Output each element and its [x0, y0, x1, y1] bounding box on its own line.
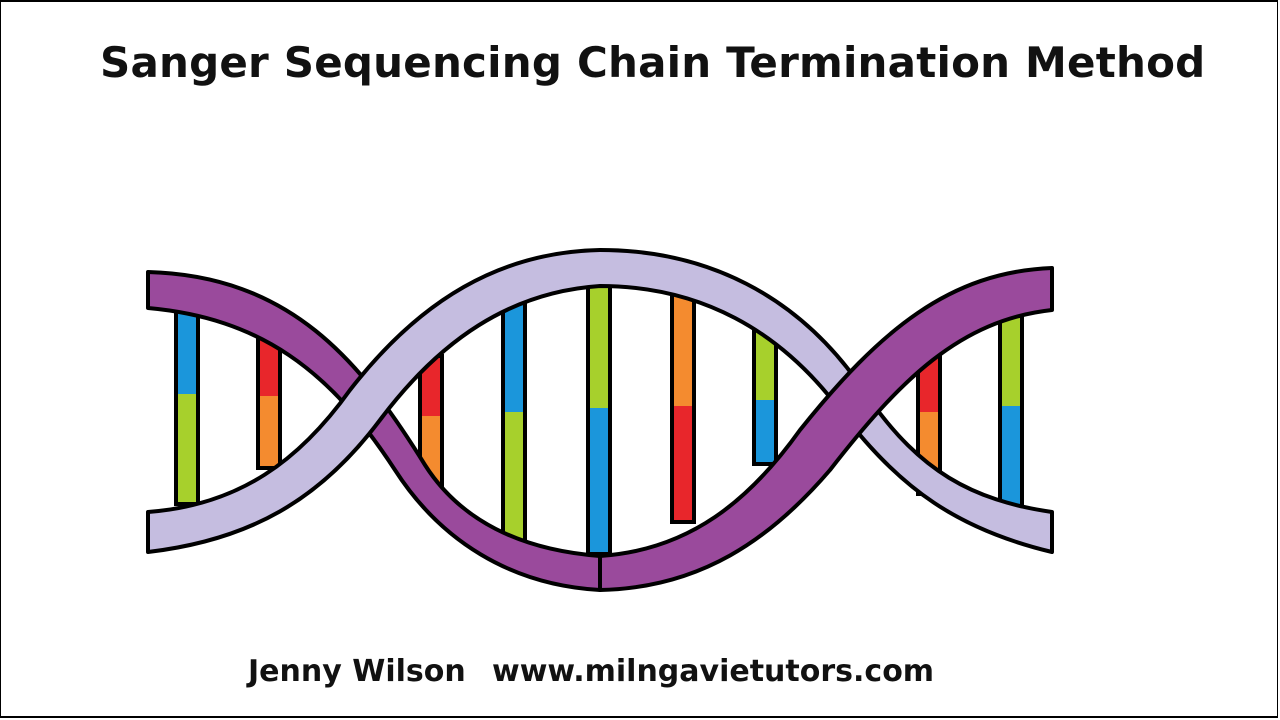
- base-pair-rung: [586, 262, 612, 556]
- base-pair-rungs: [174, 262, 1024, 556]
- base-upper-blue: [176, 296, 198, 394]
- base-lower-blue: [754, 400, 776, 464]
- author-name: Jenny Wilson: [248, 654, 466, 689]
- base-upper-red: [420, 356, 442, 416]
- base-upper-green: [1000, 316, 1022, 406]
- base-lower-orange: [258, 396, 280, 468]
- light-strand: [146, 248, 1054, 554]
- base-upper-blue: [503, 300, 525, 412]
- base-lower-green: [503, 412, 525, 548]
- base-lower-blue: [1000, 406, 1022, 522]
- base-lower-blue: [588, 408, 610, 554]
- base-lower-red: [672, 406, 694, 522]
- base-upper-orange: [672, 272, 694, 406]
- base-pair-rung: [998, 314, 1024, 524]
- base-pair-rung: [501, 298, 527, 550]
- base-pair-rung: [670, 270, 696, 524]
- dark-strand-right-segment: [598, 266, 1054, 592]
- base-upper-green: [588, 264, 610, 408]
- base-pair-rung: [174, 294, 200, 506]
- base-lower-green: [176, 394, 198, 504]
- website-url: www.milngavietutors.com: [492, 654, 935, 689]
- page-title: Sanger Sequencing Chain Termination Meth…: [100, 38, 1206, 87]
